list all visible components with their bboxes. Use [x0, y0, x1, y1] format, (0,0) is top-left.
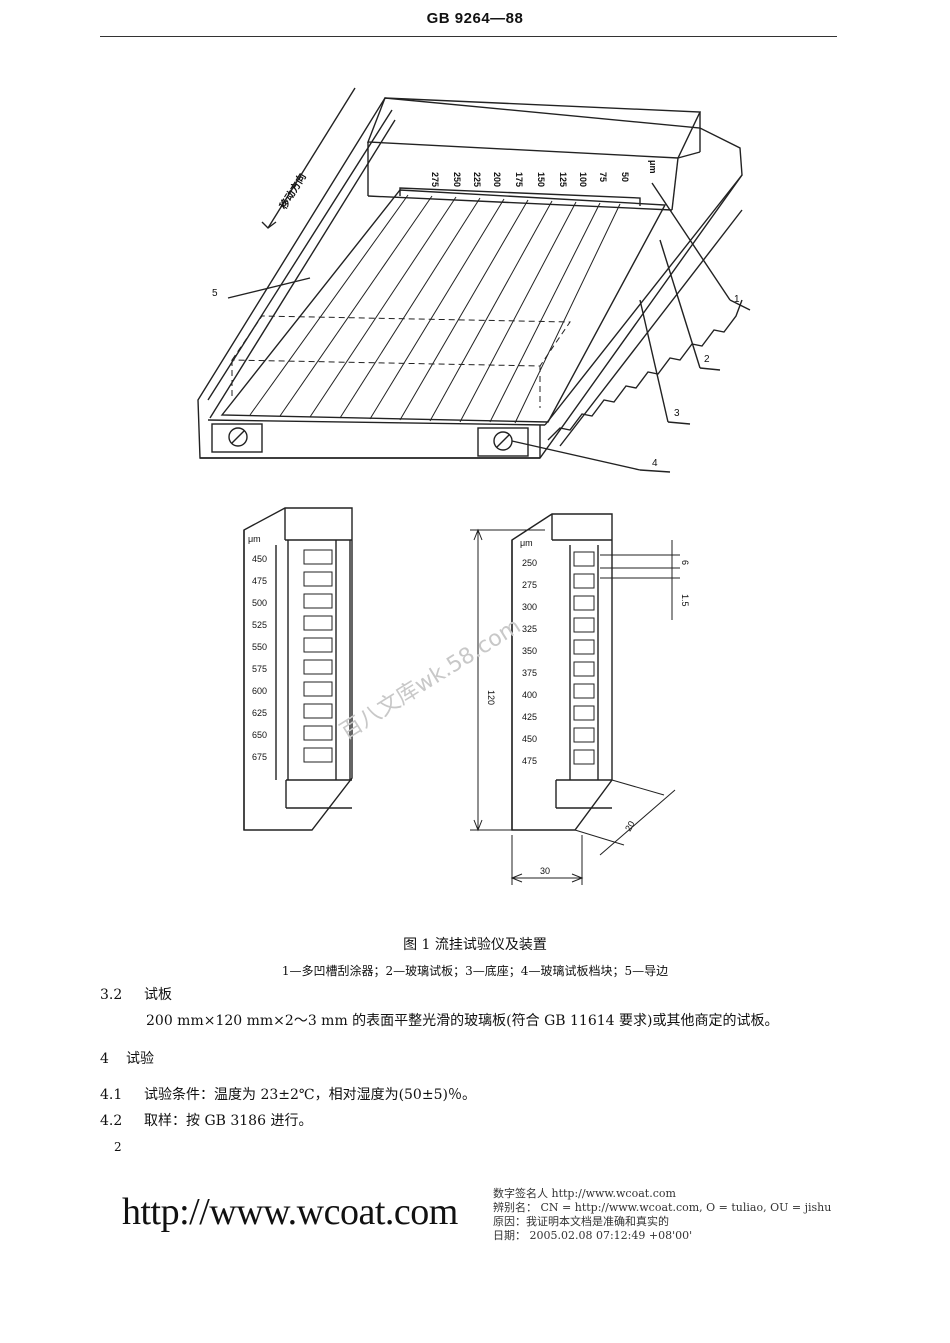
- top-unit: μm: [648, 160, 658, 174]
- section-text: 试验条件：温度为 23±2℃，相对湿度为(50±5)％。: [144, 1087, 476, 1103]
- top-number-9: 50: [620, 172, 630, 182]
- section-3-2-heading: 3.2 试板: [100, 984, 172, 1004]
- right-number-8: 450: [522, 734, 537, 744]
- footer-url[interactable]: http://www.wcoat.com: [122, 1191, 458, 1233]
- right-number-9: 475: [522, 756, 537, 766]
- right-number-6: 400: [522, 690, 537, 700]
- figure-caption: 图 1 流挂试验仪及装置: [403, 937, 547, 953]
- glass-plate: [220, 189, 667, 423]
- left-number-4: 550: [252, 642, 267, 652]
- section-title: 试验: [126, 1051, 154, 1067]
- direction-label: 移动方向: [277, 171, 309, 212]
- callout-4: 4: [652, 458, 658, 469]
- section-3-2-text: 200 mm×120 mm×2～3 mm 的表面平整光滑的玻璃板(符合 GB 1…: [146, 1013, 779, 1029]
- dim-step: 1.5: [680, 594, 690, 607]
- left-number-5: 575: [252, 664, 267, 674]
- page-header: GB 9264—88: [426, 10, 524, 27]
- signature-line: 数字签名人 http://www.wcoat.com: [493, 1187, 676, 1200]
- top-number-2: 225: [472, 172, 482, 187]
- signature-line: 日期： 2005.02.08 07:12:49 +08'00': [493, 1229, 693, 1242]
- section-4-2: 4.2 取样：按 GB 3186 进行。: [100, 1110, 312, 1130]
- signature-line: 原因：我证明本文档是准确和真实的: [493, 1215, 669, 1228]
- figure-drawing: 275 250 225 200 175 150 125 100 75 50 μm…: [197, 87, 751, 885]
- top-number-4: 175: [514, 172, 524, 187]
- right-number-2: 300: [522, 602, 537, 612]
- left-unit: μm: [248, 534, 261, 544]
- section-number: 4.2: [100, 1113, 123, 1129]
- dim-gap: 6: [680, 560, 690, 565]
- right-number-0: 250: [522, 558, 537, 568]
- left-number-6: 600: [252, 686, 267, 696]
- header-rule: [100, 36, 837, 37]
- section-text: 取样：按 GB 3186 进行。: [144, 1113, 313, 1129]
- left-number-0: 450: [252, 554, 267, 564]
- callout-5: 5: [212, 288, 218, 299]
- section-number: 4: [100, 1051, 109, 1067]
- stop-right: [477, 427, 529, 457]
- section-title: 试板: [144, 987, 172, 1003]
- figure-legend: 1—多凹槽刮涂器；2—玻璃试板；3—底座；4—玻璃试板档块；5—导边: [281, 964, 669, 978]
- dim-depth-line: [599, 789, 676, 856]
- top-number-1: 250: [452, 172, 462, 187]
- right-number-7: 425: [522, 712, 537, 722]
- top-number-5: 150: [536, 172, 546, 187]
- callout-3: 3: [674, 408, 680, 419]
- right-number-1: 275: [522, 580, 537, 590]
- page-number: 2: [114, 1140, 122, 1154]
- digital-signature: 数字签名人 http://www.wcoat.com 辨别名： CN = htt…: [493, 1187, 831, 1243]
- left-number-7: 625: [252, 708, 267, 718]
- left-number-1: 475: [252, 576, 267, 586]
- top-number-3: 200: [492, 172, 502, 187]
- right-unit: μm: [520, 538, 533, 548]
- direction-arrow: [267, 87, 356, 229]
- section-number: 4.1: [100, 1087, 123, 1103]
- applicator-block: [366, 97, 702, 159]
- callout-2: 2: [704, 354, 710, 365]
- watermark: 百八文库wk.58.com: [336, 614, 525, 745]
- right-number-3: 325: [522, 624, 537, 634]
- callout-1: 1: [734, 294, 740, 305]
- left-number-9: 675: [252, 752, 267, 762]
- top-number-6: 125: [558, 172, 568, 187]
- dim-width: 30: [540, 866, 550, 876]
- section-4-heading: 4 试验: [100, 1048, 154, 1068]
- dim-depth: 20: [623, 819, 637, 833]
- section-number: 3.2: [100, 987, 123, 1003]
- top-number-0: 275: [430, 172, 440, 187]
- top-number-8: 75: [598, 172, 608, 182]
- signature-line: 辨别名： CN = http://www.wcoat.com, O = tuli…: [493, 1201, 832, 1214]
- right-number-5: 375: [522, 668, 537, 678]
- dim-height: 120: [486, 690, 496, 705]
- left-number-8: 650: [252, 730, 267, 740]
- left-number-3: 525: [252, 620, 267, 630]
- right-number-4: 350: [522, 646, 537, 656]
- left-number-2: 500: [252, 598, 267, 608]
- top-number-7: 100: [578, 172, 588, 187]
- stop-left: [211, 423, 263, 453]
- section-4-1: 4.1 试验条件：温度为 23±2℃，相对湿度为(50±5)％。: [100, 1084, 476, 1104]
